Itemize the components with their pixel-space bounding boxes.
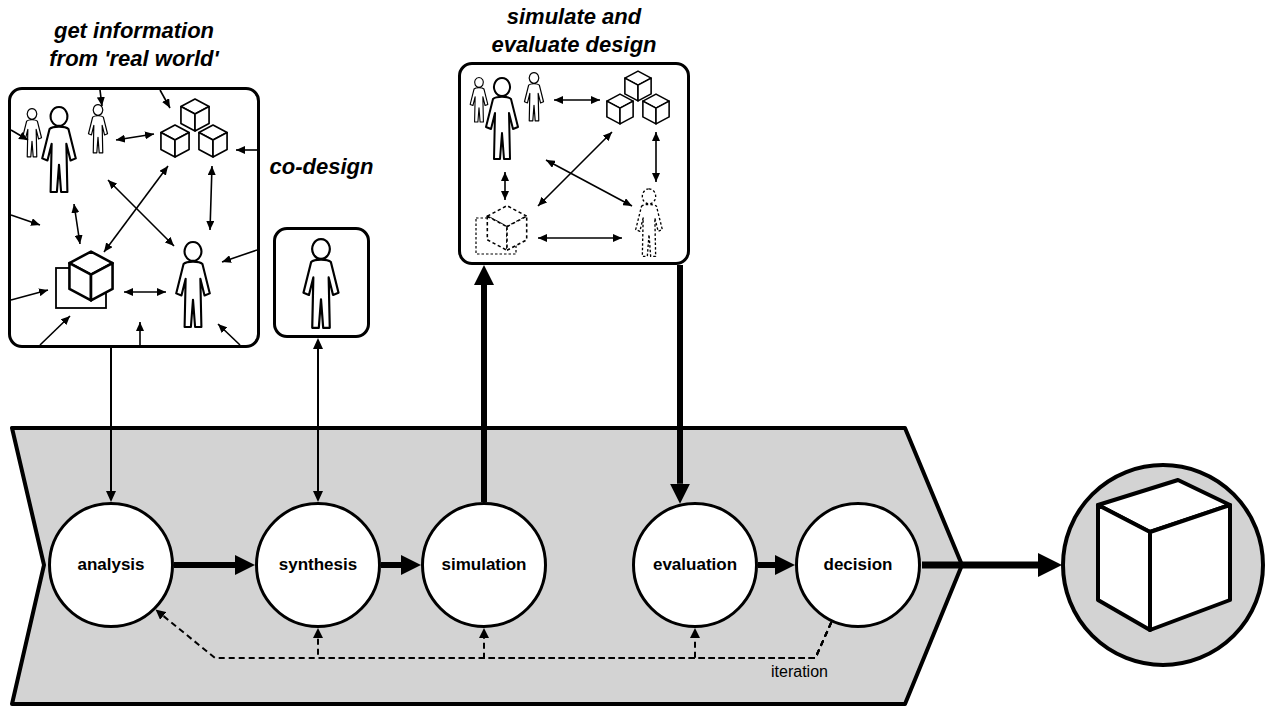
iteration-arrow [695, 622, 831, 658]
step-label: decision [824, 555, 893, 575]
step-label: simulation [441, 555, 526, 575]
flow-arrow [317, 349, 319, 491]
flow-arrow [381, 562, 401, 568]
co-design-panel: co-design [273, 227, 370, 338]
edge-label: iteration [768, 663, 831, 681]
panel-heading: co-design [242, 153, 402, 181]
flow-arrow [110, 348, 112, 491]
step-circle: synthesis [255, 502, 381, 628]
panel-heading: simulate and evaluate design [482, 3, 667, 58]
flow-arrow [677, 265, 683, 484]
panel-heading: get information from 'real world' [27, 17, 242, 72]
step-label: evaluation [653, 555, 737, 575]
step-circle: evaluation [632, 502, 758, 628]
iteration-arrow [484, 622, 831, 658]
co-design-person [303, 239, 338, 328]
source-panel: get information from 'real world' [8, 87, 260, 348]
step-circle: simulation [421, 502, 547, 628]
product [922, 465, 1263, 665]
flow-arrow [174, 562, 235, 568]
simulation-panel: simulate and evaluate design [458, 62, 690, 265]
iteration-arrow [318, 622, 831, 658]
flow-arrow [758, 562, 775, 568]
simulation-scene [470, 71, 669, 256]
step-label: analysis [77, 555, 144, 575]
step-circle: analysis [48, 502, 174, 628]
flow-arrow [481, 285, 487, 502]
real-world-scene [11, 90, 257, 345]
step-circle: decision [795, 502, 921, 628]
step-label: synthesis [279, 555, 357, 575]
